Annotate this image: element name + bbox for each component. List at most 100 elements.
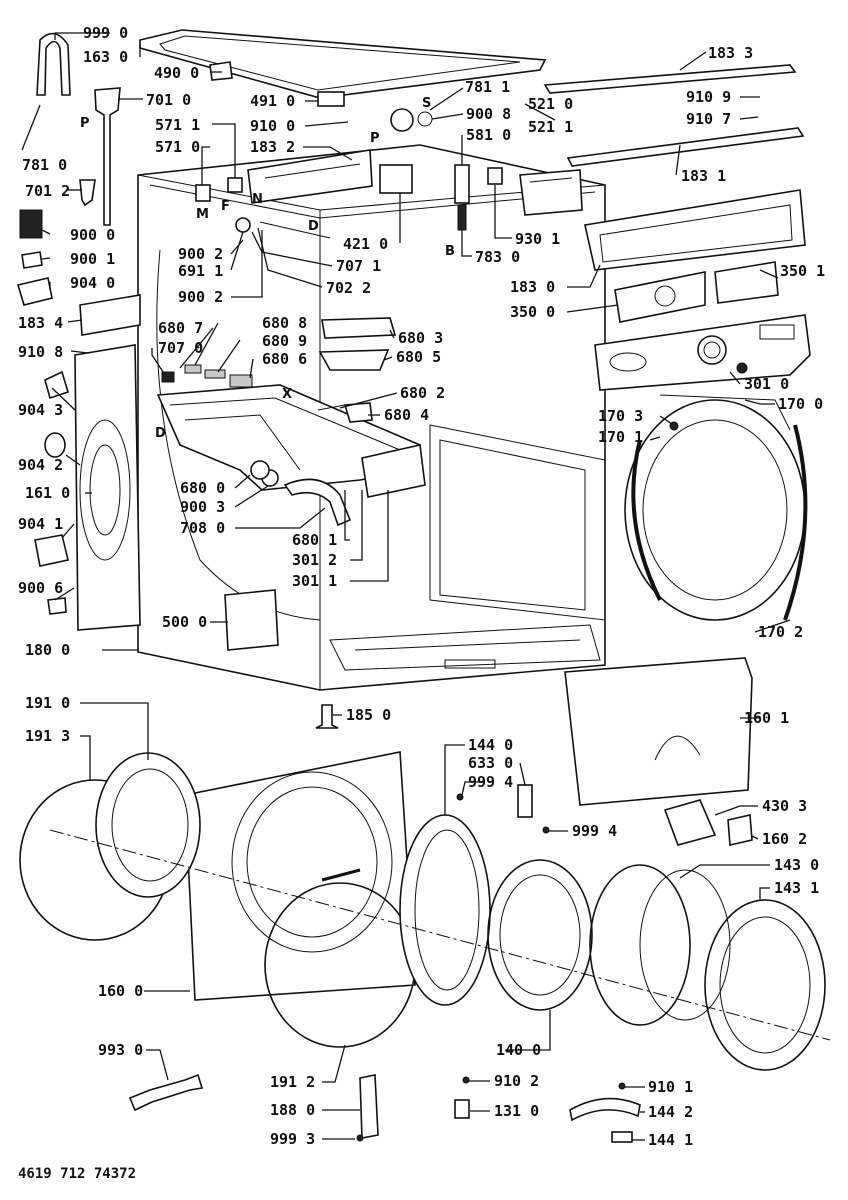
top-rail-183-1 [566, 127, 805, 167]
dispenser-clip [317, 404, 346, 411]
part-label: 144 2 [648, 1103, 693, 1121]
part-label: 904 3 [18, 401, 63, 419]
part-label: 999 4 [572, 822, 617, 840]
part-490 [209, 61, 233, 81]
part-930-1 [487, 167, 503, 185]
door-hinge [569, 1097, 641, 1122]
part-label: 170 0 [778, 395, 823, 413]
axis-line [49, 829, 831, 1041]
part-label: 188 0 [270, 1101, 315, 1119]
module-521 [519, 169, 583, 216]
part-label: 999 0 [83, 24, 128, 42]
part-label: 183 4 [18, 314, 63, 332]
part-label: 521 0 [528, 95, 573, 113]
part-label: 680 8 [262, 314, 307, 332]
part-label: 707 1 [336, 257, 381, 275]
part-691 [235, 217, 251, 233]
part-label: 680 4 [384, 406, 429, 424]
part-label: 144 1 [648, 1131, 693, 1149]
part-label: 900 2 [178, 288, 223, 306]
part-904-0 [16, 277, 53, 306]
inlet-hose-701 [94, 87, 121, 226]
dispenser-part-680-8 [184, 364, 202, 374]
part-label: 680 6 [262, 350, 307, 368]
part-label: 170 3 [598, 407, 643, 425]
filter-cover-160-2 [727, 814, 753, 846]
part-label: 910 7 [686, 110, 731, 128]
dispenser-siphon [343, 402, 373, 423]
cabinet-crossbar [247, 149, 373, 204]
part-label: 910 0 [250, 117, 295, 135]
part-900-6 [47, 597, 67, 615]
front-panel [184, 751, 416, 1001]
part-label: 500 0 [162, 613, 207, 631]
part-label: 633 0 [468, 754, 513, 772]
part-label: 904 1 [18, 515, 63, 533]
pressure-switch [390, 108, 414, 132]
top-rail-183-3 [543, 64, 797, 94]
part-label: 999 3 [270, 1130, 315, 1148]
part-label: 900 6 [18, 579, 63, 597]
part-label: 180 0 [25, 641, 70, 659]
part-label: 910 9 [686, 88, 731, 106]
part-drawings [16, 29, 831, 1143]
part-label: 191 3 [25, 727, 70, 745]
part-label: 191 0 [25, 694, 70, 712]
part-label: 421 0 [343, 235, 388, 253]
door-handle [359, 1074, 379, 1139]
letter-marker: M [196, 207, 209, 222]
inlet-fitting [79, 179, 96, 207]
part-label: 680 9 [262, 332, 307, 350]
part-label: 910 1 [648, 1078, 693, 1096]
part-label: 430 3 [762, 797, 807, 815]
part-label: 680 5 [396, 348, 441, 366]
letter-marker: N [252, 192, 263, 207]
part-label: 900 3 [180, 498, 225, 516]
part-label: 900 8 [466, 105, 511, 123]
part-label: 160 2 [762, 830, 807, 848]
part-label: 900 2 [178, 245, 223, 263]
part-label: 191 2 [270, 1073, 315, 1091]
detergent-dispenser [156, 384, 421, 491]
control-board-350-0 [614, 271, 706, 323]
part-label: 781 0 [22, 156, 67, 174]
letter-marker: F [221, 199, 230, 214]
document-number: 4619 712 74372 [18, 1166, 136, 1182]
part-label: 930 1 [515, 230, 560, 248]
part-label: 783 0 [475, 248, 520, 266]
part-label: 521 1 [528, 118, 573, 136]
frame-143-0 [589, 864, 691, 1026]
part-label: 904 0 [70, 274, 115, 292]
part-number-labels: 999 0 163 0 490 0 183 3 701 0 781 1 491 … [18, 24, 825, 1149]
part-label: 183 2 [250, 138, 295, 156]
letter-marker: D [308, 219, 319, 234]
part-571-0 [195, 184, 211, 202]
door-trim-170-1 [631, 439, 662, 601]
letter-marker: S [422, 96, 431, 111]
part-label: 163 0 [83, 48, 128, 66]
dispenser-cover [321, 317, 397, 339]
part-label: 170 1 [598, 428, 643, 446]
part-904-3 [44, 370, 69, 400]
letter-marker: X [282, 387, 292, 402]
part-label: 571 1 [155, 116, 200, 134]
side-panel [74, 344, 141, 631]
control-panel-rear [584, 189, 806, 271]
part-label: 185 0 [346, 706, 391, 724]
part-label: 691 1 [178, 262, 223, 280]
part-label: 301 2 [292, 551, 337, 569]
part-label: 904 2 [18, 456, 63, 474]
dispenser-hose [283, 478, 352, 527]
part-131 [454, 1099, 470, 1119]
part-900-0 [19, 209, 43, 239]
part-label: 708 0 [180, 519, 225, 537]
part-label: 143 0 [774, 856, 819, 874]
letter-marker: P [80, 116, 90, 131]
part-label: 183 3 [708, 44, 753, 62]
part-label: 144 0 [468, 736, 513, 754]
dispenser-cup [318, 349, 390, 371]
power-cord [36, 32, 71, 96]
part-label: 781 1 [465, 78, 510, 96]
lower-front-panel [564, 657, 753, 806]
door-glass-143-1 [704, 899, 826, 1071]
